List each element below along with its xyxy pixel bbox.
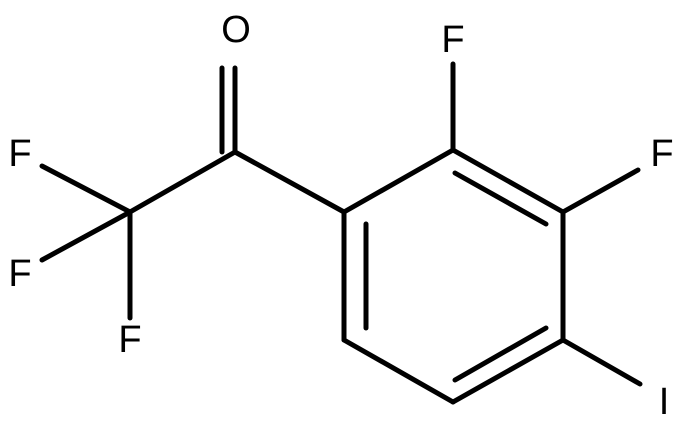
ring-fluorine-top-label: F bbox=[441, 19, 464, 61]
cf3-fluorine-bottom-label: F bbox=[118, 319, 141, 361]
ring-bond-2-3-inner bbox=[452, 170, 549, 227]
ring-bond-4-5 bbox=[450, 337, 566, 405]
bond-carbonyl-cf3 bbox=[127, 149, 238, 215]
iodine-label: I bbox=[659, 381, 670, 423]
cf3-fluorine-top-label: F bbox=[8, 133, 31, 175]
ring-fluorine-right-label: F bbox=[650, 133, 673, 175]
bond-carbonyl-ring bbox=[232, 149, 347, 215]
ring-bond-1-2 bbox=[341, 147, 456, 215]
ring-bond-2-3 bbox=[450, 147, 566, 215]
bond-cf3-f-left bbox=[39, 209, 133, 263]
cf3-fluorine-left-label: F bbox=[8, 253, 31, 295]
ring-bond-4-5-inner bbox=[452, 325, 549, 383]
oxygen-label: O bbox=[221, 9, 251, 51]
ring-bond-5-6 bbox=[341, 337, 456, 405]
bond-ring-f-right bbox=[560, 167, 641, 215]
bond-ring-iodine bbox=[560, 337, 643, 387]
bond-cf3-f-top bbox=[39, 163, 133, 215]
